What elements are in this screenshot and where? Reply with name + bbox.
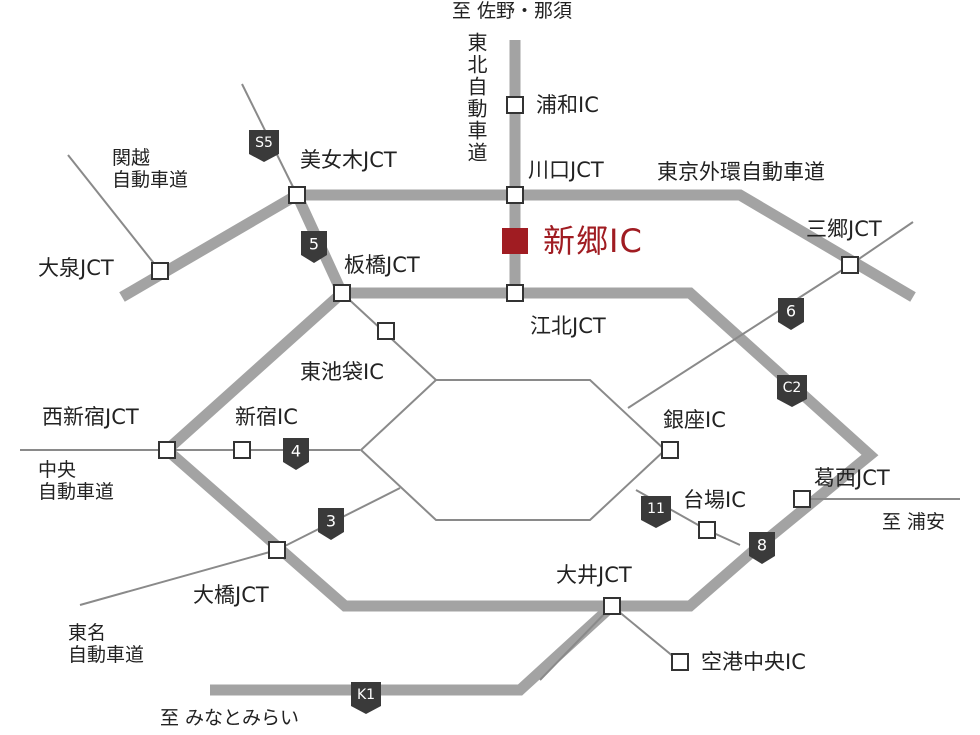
shinjuku-ic-node[interactable] bbox=[233, 441, 251, 459]
route-shield-c2: C2 bbox=[777, 375, 807, 407]
ohashi-jct-node[interactable] bbox=[268, 541, 286, 559]
north-destination-label: 至 佐野・那須 bbox=[452, 0, 573, 22]
route-k1-line bbox=[210, 601, 616, 696]
kohoku-jct-label: 江北JCT bbox=[530, 314, 606, 338]
gaikan-expressway-label: 東京外環自動車道 bbox=[657, 160, 825, 184]
shinjuku-ic-label: 新宿IC bbox=[235, 405, 298, 429]
route-shield-r6: 6 bbox=[778, 298, 804, 330]
shield-shape bbox=[641, 496, 671, 528]
tomei-expressway-label: 東名 自動車道 bbox=[68, 622, 145, 666]
itabashi-jct-label: 板橋JCT bbox=[344, 253, 420, 277]
itabashi-jct-node[interactable] bbox=[333, 284, 351, 302]
shield-label: 8 bbox=[757, 536, 767, 555]
urawa-ic-node[interactable] bbox=[506, 96, 524, 114]
higashi-ikebukuro-ic-label: 東池袋IC bbox=[300, 360, 384, 384]
ginza-ic-node[interactable] bbox=[661, 441, 679, 459]
chuo-expressway-label: 中央 自動車道 bbox=[38, 459, 115, 503]
east-destination-label: 至 浦安 bbox=[882, 511, 946, 533]
airport-central-ic-label: 空港中央IC bbox=[701, 650, 806, 674]
route-shield-r4: 4 bbox=[283, 438, 309, 470]
route-6-line bbox=[627, 221, 914, 409]
shield-label: 4 bbox=[291, 442, 301, 461]
daiba-ic-node[interactable] bbox=[698, 521, 716, 539]
shield-label: 11 bbox=[647, 501, 665, 517]
kohoku-jct-node[interactable] bbox=[506, 284, 524, 302]
oi-jct-label: 大井JCT bbox=[556, 563, 632, 587]
shield-shape bbox=[351, 682, 381, 714]
kasai-jct-label: 葛西JCT bbox=[814, 466, 890, 490]
misato-jct-label: 三郷JCT bbox=[806, 217, 882, 241]
route-shield-r11: 11 bbox=[641, 496, 671, 528]
shield-shape bbox=[318, 508, 344, 540]
shield-label: S5 bbox=[255, 135, 273, 151]
daiba-ic-label: 台場IC bbox=[683, 488, 746, 512]
shield-shape bbox=[283, 438, 309, 470]
shield-label: 3 bbox=[326, 512, 336, 531]
kawaguchi-jct-node[interactable] bbox=[506, 186, 524, 204]
oizumi-jct-node[interactable] bbox=[151, 262, 169, 280]
oi-jct-node[interactable] bbox=[603, 597, 621, 615]
kasai-jct-node[interactable] bbox=[793, 490, 811, 508]
shield-label: C2 bbox=[783, 380, 802, 396]
ginza-ic-label: 銀座IC bbox=[663, 408, 726, 432]
route-shield-s5: S5 bbox=[249, 130, 279, 162]
shield-shape bbox=[249, 130, 279, 162]
shield-shape bbox=[749, 532, 775, 564]
airport-central-ic-node[interactable] bbox=[671, 653, 689, 671]
higashi-ikebukuro-ic-node[interactable] bbox=[377, 322, 395, 340]
urawa-ic-label: 浦和IC bbox=[536, 93, 599, 117]
route-shield-r5: 5 bbox=[301, 231, 327, 263]
nishishinjuku-jct-label: 西新宿JCT bbox=[42, 405, 139, 429]
kawaguchi-jct-label: 川口JCT bbox=[528, 158, 604, 182]
shield-label: 6 bbox=[786, 302, 796, 321]
shield-shape bbox=[778, 298, 804, 330]
shingo-ic-marker[interactable] bbox=[502, 228, 528, 254]
shield-shape bbox=[777, 375, 807, 407]
south-destination-label: 至 みなとみらい bbox=[160, 707, 300, 729]
airport-line bbox=[539, 605, 681, 681]
shield-shape bbox=[301, 231, 327, 263]
kanetsu-expressway-label: 関越 自動車道 bbox=[112, 147, 189, 191]
shield-label: K1 bbox=[357, 687, 375, 703]
route-shield-r3: 3 bbox=[318, 508, 344, 540]
route-shield-r8: 8 bbox=[749, 532, 775, 564]
tohoku-expressway-label: 東北自動車道 bbox=[464, 32, 488, 164]
shingo-ic-label: 新郷IC bbox=[543, 222, 643, 260]
ohashi-jct-label: 大橋JCT bbox=[193, 583, 269, 607]
route-shield-k1: K1 bbox=[351, 682, 381, 714]
bijogi-jct-label: 美女木JCT bbox=[300, 148, 397, 172]
c1-hexagon bbox=[359, 379, 667, 521]
misato-jct-node[interactable] bbox=[841, 256, 859, 274]
kanetsu-expressway-line bbox=[67, 154, 161, 272]
shield-label: 5 bbox=[309, 235, 319, 254]
nishishinjuku-jct-node[interactable] bbox=[158, 441, 176, 459]
inner-ring-line bbox=[158, 287, 764, 612]
bijogi-jct-node[interactable] bbox=[288, 186, 306, 204]
oizumi-jct-label: 大泉JCT bbox=[38, 256, 114, 280]
